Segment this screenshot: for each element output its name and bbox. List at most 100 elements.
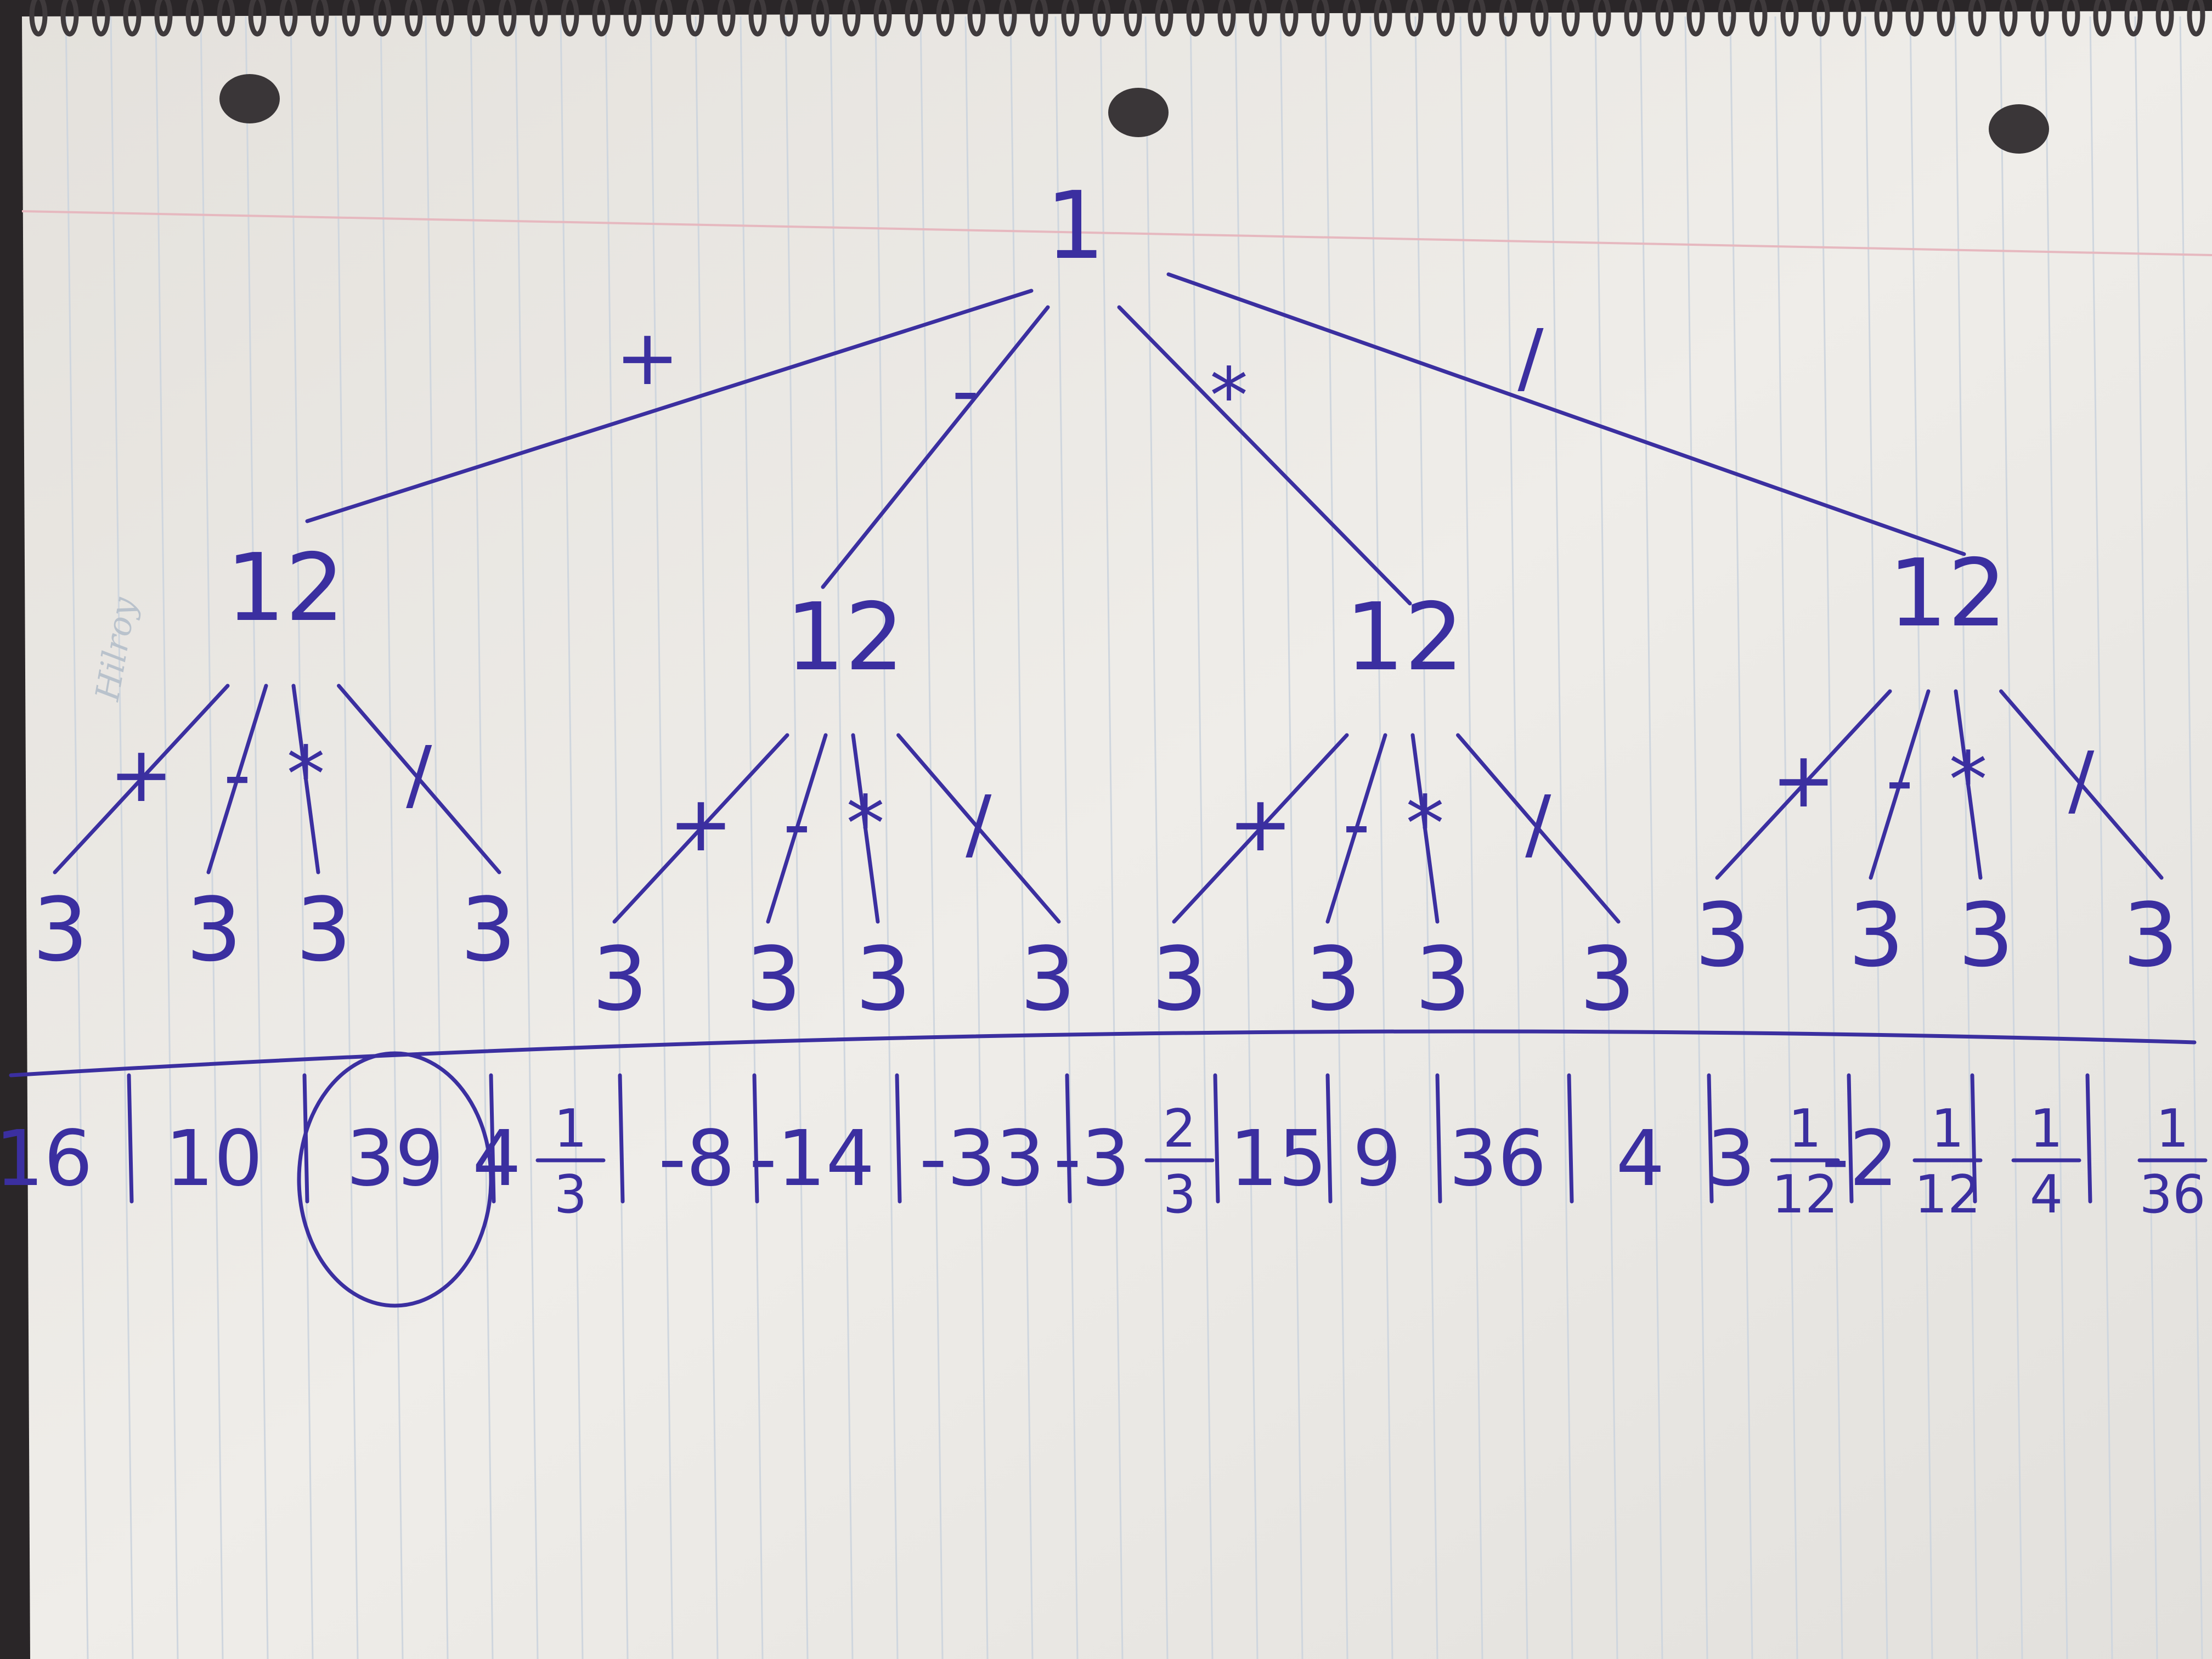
branch-line-4	[1166, 272, 1966, 556]
child-line-2-4	[896, 733, 1061, 924]
result-whole-13: 3	[1707, 1114, 1756, 1204]
leaf-number-1-1: 3	[32, 878, 88, 981]
leaf-number-2-1: 3	[592, 928, 648, 1030]
result-separator-13	[1847, 1073, 1854, 1204]
child-line-2-2	[766, 733, 828, 924]
child-line-1-3	[291, 684, 320, 874]
result-separator-5	[752, 1073, 759, 1204]
result-separator-12	[1707, 1073, 1714, 1204]
branch-line-3	[1117, 305, 1412, 606]
child-operator-1-1: +	[109, 730, 173, 820]
branch-line-2	[821, 305, 1050, 589]
result-value-2: 10	[165, 1114, 263, 1204]
result-numerator-15: 1	[2030, 1099, 2063, 1159]
branch-operator-3: *	[1210, 352, 1248, 441]
result-numerator-13: 1	[1788, 1099, 1821, 1159]
result-cell-5: -8	[658, 1114, 735, 1204]
result-separator-10	[1435, 1073, 1442, 1204]
node-number-3: 12	[1345, 583, 1464, 692]
result-value-6: -14	[749, 1114, 875, 1204]
child-operator-3-2: -	[1342, 780, 1370, 869]
child-line-4-2	[1869, 689, 1931, 880]
child-line-3-2	[1325, 733, 1387, 924]
result-separator-7	[1065, 1073, 1072, 1204]
leaf-number-2-3: 3	[855, 928, 911, 1030]
child-operator-4-3: *	[1949, 736, 1988, 825]
top-margin-line	[21, 210, 2212, 256]
branch-operator-4: /	[1517, 313, 1544, 403]
result-separator-15	[2085, 1073, 2092, 1204]
child-operator-2-1: +	[669, 780, 733, 869]
leaf-number-1-3: 3	[296, 878, 352, 981]
child-operator-2-2: -	[783, 780, 811, 869]
result-separator-3	[489, 1073, 496, 1204]
result-denominator-14: 12	[1915, 1165, 1981, 1225]
result-cell-12: 4	[1616, 1114, 1664, 1204]
leaf-number-3-2: 3	[1305, 928, 1361, 1030]
child-operator-2-3: *	[847, 780, 885, 869]
leaf-number-4-2: 3	[1848, 884, 1904, 986]
child-line-1-2	[206, 684, 268, 874]
child-line-4-4	[1999, 689, 2164, 880]
child-operator-3-1: +	[1228, 780, 1293, 869]
child-operator-4-1: +	[1771, 736, 1836, 825]
leaf-number-3-3: 3	[1415, 928, 1471, 1030]
child-operator-1-2: -	[223, 730, 251, 820]
results-top-line	[9, 1029, 2197, 1077]
child-line-3-3	[1410, 733, 1440, 924]
leaf-number-3-4: 3	[1579, 928, 1635, 1030]
result-cell-16: 136	[2137, 1099, 2208, 1225]
result-numerator-16: 1	[2156, 1099, 2189, 1159]
branch-operator-2: -	[952, 346, 980, 436]
child-line-3-1	[1172, 733, 1349, 924]
leaf-number-1-2: 3	[186, 878, 242, 981]
result-cell-1: 16	[0, 1114, 93, 1204]
branch-line-1	[305, 289, 1034, 523]
result-cell-11: 36	[1449, 1114, 1547, 1204]
result-separator-14	[1970, 1073, 1977, 1204]
notebook-page	[21, 11, 2212, 1659]
result-value-9: 15	[1229, 1114, 1327, 1204]
leaf-number-3-1: 3	[1152, 928, 1207, 1030]
result-value-1: 16	[0, 1114, 93, 1204]
result-value-10: 9	[1352, 1114, 1401, 1204]
result-separator-8	[1213, 1073, 1220, 1204]
result-cell-15: 14	[2011, 1099, 2081, 1225]
result-cell-7: -33	[919, 1114, 1045, 1204]
result-denominator-16: 36	[2140, 1165, 2206, 1225]
child-operator-4-2: -	[1886, 736, 1914, 825]
leaf-number-4-1: 3	[1695, 884, 1751, 986]
result-denominator-4: 3	[554, 1165, 587, 1225]
result-cell-3: 39	[297, 1051, 493, 1308]
child-line-4-1	[1715, 689, 1892, 880]
result-value-12: 4	[1616, 1114, 1664, 1204]
result-separator-9	[1325, 1073, 1333, 1204]
result-cell-10: 9	[1352, 1114, 1401, 1204]
child-operator-1-3: *	[287, 730, 325, 820]
result-cell-6: -14	[749, 1114, 875, 1204]
result-value-7: -33	[919, 1114, 1045, 1204]
child-line-2-3	[851, 733, 880, 924]
node-number-2: 12	[786, 583, 904, 692]
leaf-number-4-3: 3	[1958, 884, 2014, 986]
result-denominator-8: 3	[1163, 1165, 1196, 1225]
child-line-1-4	[337, 684, 501, 874]
node-number-1: 12	[226, 534, 345, 642]
result-separator-6	[895, 1073, 902, 1204]
result-denominator-13: 12	[1772, 1165, 1838, 1225]
result-cell-9: 15	[1229, 1114, 1327, 1204]
node-number-4: 12	[1888, 539, 2007, 648]
child-operator-4-4: /	[2068, 736, 2095, 825]
result-separator-1	[127, 1073, 134, 1204]
result-separator-4	[618, 1073, 625, 1204]
result-numerator-8: 2	[1163, 1099, 1196, 1159]
result-value-5: -8	[658, 1114, 735, 1204]
child-operator-3-3: *	[1406, 780, 1444, 869]
result-cell-2: 10	[165, 1114, 263, 1204]
